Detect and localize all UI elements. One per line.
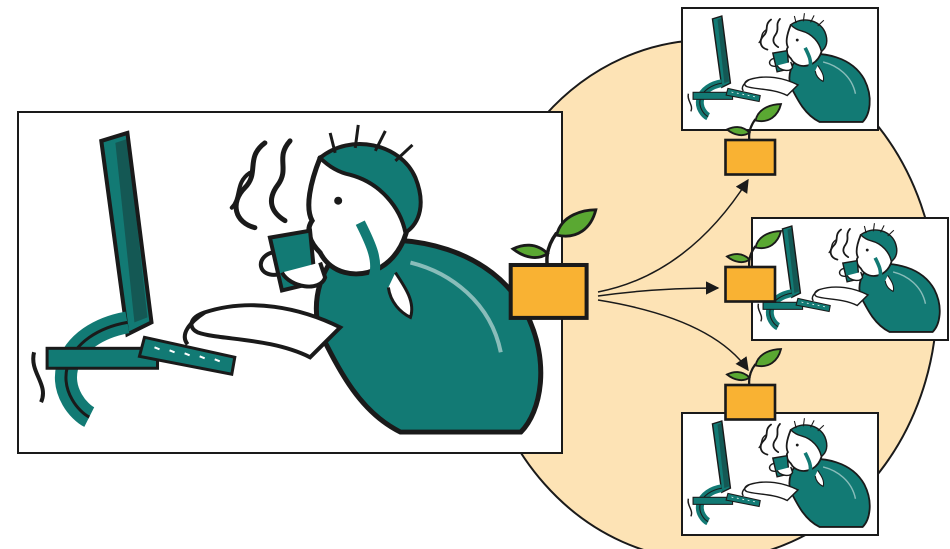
edge-main-to-child-3 (598, 300, 748, 370)
child-seedling-icon-3 (726, 349, 782, 420)
main-seedling-icon (511, 210, 596, 318)
child-seedling-icon-1 (726, 104, 782, 175)
child-seedling-icon-2 (726, 231, 782, 302)
edge-main-to-child-2 (598, 288, 718, 296)
